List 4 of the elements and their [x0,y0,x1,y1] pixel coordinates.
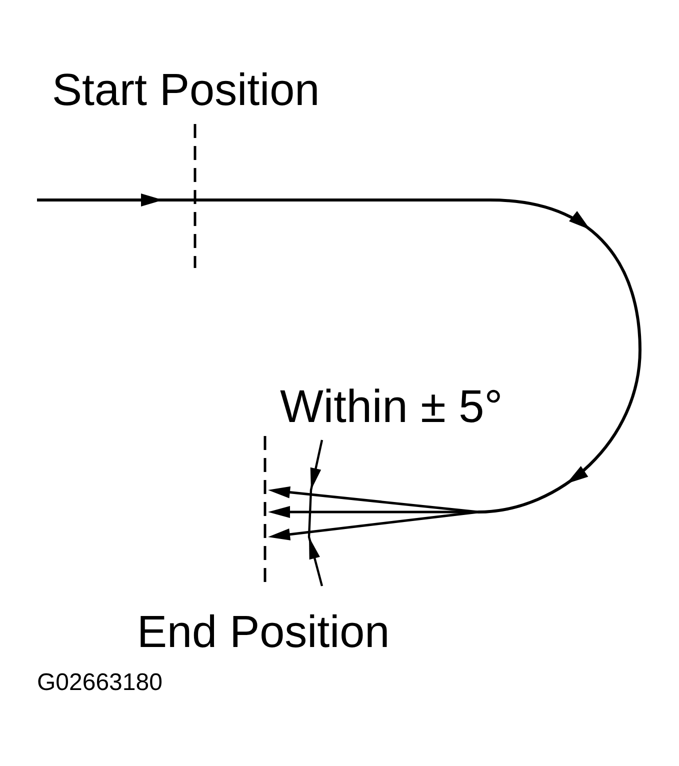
figure-number: G02663180 [37,671,162,695]
position-label: Start Position [52,67,320,112]
position-label: End Position [137,609,390,654]
angle-label: Within ± 5° [280,383,503,429]
